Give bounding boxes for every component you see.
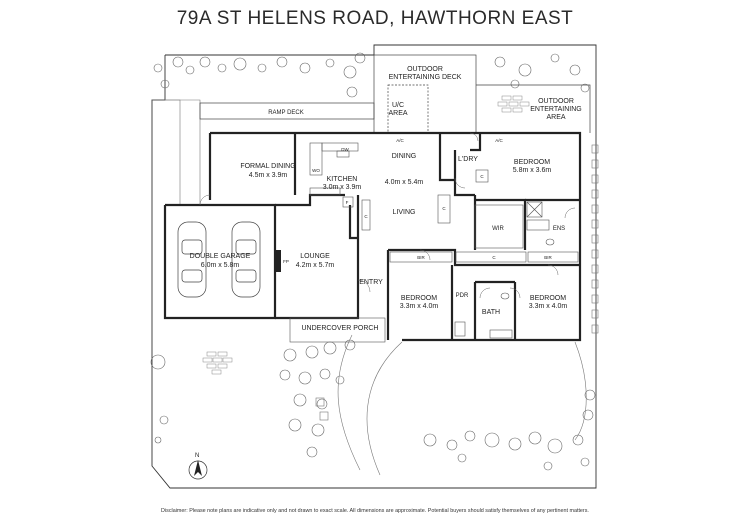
pdr-label: PDR [456, 293, 469, 299]
formal-dining-dim: 4.5m x 3.9m [249, 172, 288, 179]
landscaping-trees [150, 52, 596, 471]
compass-icon: N [188, 453, 208, 480]
compass-north-label: N [195, 453, 199, 459]
ac-label-2: A/C [495, 138, 503, 143]
entry-label: ENTRY [359, 279, 383, 286]
outdoor-area-label-2: ENTERTAINING [530, 106, 581, 113]
cupboard-hall3-label: C [492, 255, 496, 260]
lounge-dim: 4.2m x 5.7m [296, 262, 335, 269]
wo-label: WO [312, 168, 320, 173]
property-boundary [151, 44, 597, 489]
brick-paving [202, 95, 530, 375]
bedroom2-dim: 3.3m x 4.0m [400, 303, 439, 310]
bedroom1-label: BEDROOM [514, 159, 550, 166]
cupboard-hall1-label: C [364, 214, 368, 219]
lounge-label: LOUNGE [300, 253, 330, 260]
bedroom3-label: BEDROOM [530, 295, 566, 302]
garden-path [315, 144, 599, 476]
dining-dim: 4.0m x 5.4m [385, 179, 424, 186]
uc-area-label-1: U/C [392, 102, 404, 109]
fridge-label: F [346, 200, 349, 205]
interior-details [289, 142, 579, 343]
undercover-porch-label: UNDERCOVER PORCH [301, 325, 378, 332]
bir2-label: BIR [544, 255, 552, 260]
house-walls [163, 131, 582, 342]
bedroom1-dim: 5.8m x 3.6m [513, 167, 552, 174]
cupboard-hall2-label: C [442, 206, 446, 211]
uc-area-label-2: AREA [388, 110, 407, 117]
double-garage-label: DOUBLE GARAGE [190, 253, 251, 260]
double-garage-dim: 6.0m x 5.8m [201, 262, 240, 269]
bedroom3-dim: 3.3m x 4.0m [529, 303, 568, 310]
fireplace-mark [275, 250, 281, 272]
fixture-labels: DW WO A/C A/C F C C C C BIR BIR FP [283, 138, 552, 264]
door-swings [199, 132, 576, 299]
bath-label: BATH [482, 309, 500, 316]
room-labels: OUTDOOR ENTERTAINING DECK OUTDOOR ENTERT… [190, 66, 582, 332]
outdoor-area-label-3: AREA [546, 114, 565, 121]
outdoor-deck-label-2: ENTERTAINING DECK [389, 74, 462, 81]
ens-label: ENS [553, 226, 565, 232]
formal-dining-label: FORMAL DINING [240, 163, 295, 170]
fireplace-label: FP [283, 259, 289, 264]
living-label: LIVING [393, 209, 416, 216]
outdoor-area-label-1: OUTDOOR [538, 98, 574, 105]
outdoor-deck-label-1: OUTDOOR [407, 66, 443, 73]
kitchen-label: KITCHEN [327, 176, 358, 183]
ramp-deck-label: RAMP DECK [268, 110, 304, 116]
laundry-label: L'DRY [458, 156, 478, 163]
disclaimer-text: Disclaimer: Please note plans are indica… [161, 508, 589, 514]
wir-label: WIR [492, 226, 504, 232]
kitchen-dim: 3.0m x 3.9m [323, 184, 362, 191]
dw-label: DW [341, 147, 349, 152]
bir1-label: BIR [417, 255, 425, 260]
dining-label: DINING [392, 153, 417, 160]
plan-title: 79A ST HELENS ROAD, HAWTHORN EAST [176, 8, 574, 29]
cupboard-ldry-label: C [480, 174, 484, 179]
ac-label-1: A/C [396, 138, 404, 143]
garage-cars [177, 221, 261, 298]
bedroom2-label: BEDROOM [401, 295, 437, 302]
